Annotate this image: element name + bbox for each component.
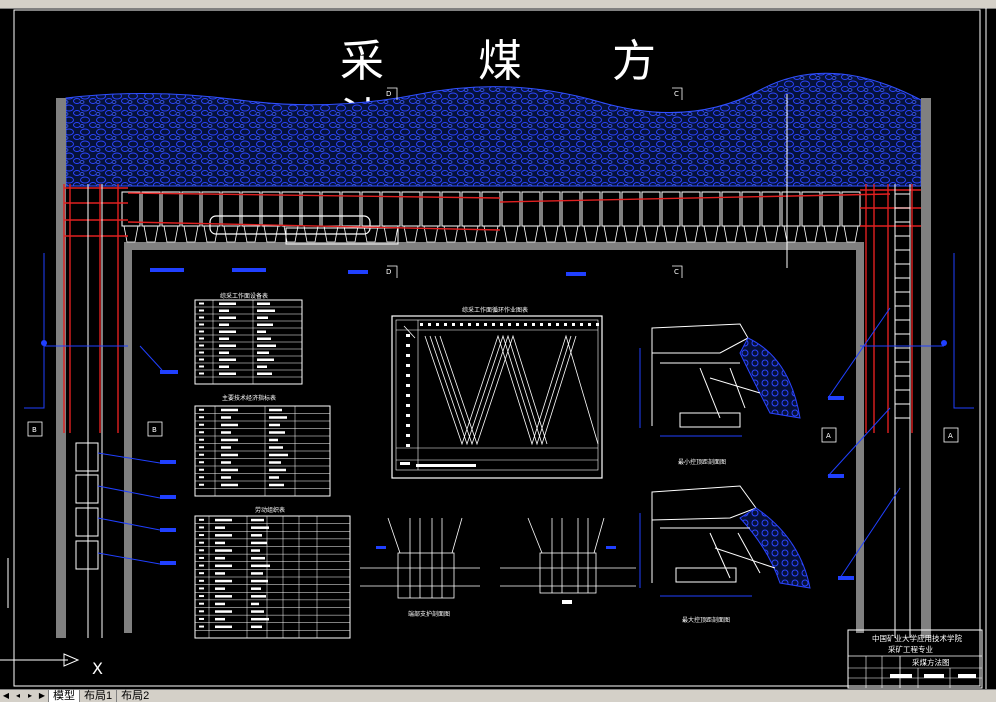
- hydraulic-support: [181, 191, 201, 243]
- shearer: [209, 215, 371, 235]
- top-toolbar-strip: [0, 0, 996, 9]
- title-block-drawing-name: 采煤方法图: [912, 657, 950, 667]
- hydraulic-support: [441, 191, 461, 243]
- tab-layout1[interactable]: 布局1: [79, 690, 116, 702]
- marker-b-right: B: [152, 426, 157, 434]
- marker-a-right: A: [948, 432, 953, 440]
- hydraulic-support: [161, 191, 181, 243]
- marker-d-bottom: D: [386, 268, 391, 276]
- marker-a-left: A: [826, 432, 831, 440]
- title-block-major: 采矿工程专业: [888, 644, 933, 654]
- hydraulic-support: [721, 191, 741, 243]
- hydraulic-support: [561, 191, 581, 243]
- title-char-2: 煤: [478, 36, 522, 87]
- hydraulic-support: [521, 191, 541, 243]
- hydraulic-support: [801, 191, 821, 243]
- tab-layout2[interactable]: 布局2: [116, 690, 153, 702]
- hydraulic-support: [481, 191, 501, 243]
- roof-rock-strata: [65, 72, 922, 187]
- left-conveyor: [75, 184, 103, 638]
- marker-c-top: C: [674, 90, 679, 98]
- hydraulic-support: [541, 191, 561, 243]
- tech-economic-table: 主要技术经济指标表: [194, 394, 331, 497]
- hydraulic-support: [661, 191, 681, 243]
- hydraulic-support: [461, 191, 481, 243]
- title-block-university: 中国矿业大学应用技术学院: [872, 633, 962, 643]
- equipment-table: 综采工作面设备表: [194, 292, 303, 385]
- hydraulic-support: [381, 191, 401, 243]
- drawing-border: [13, 9, 981, 687]
- hydraulic-support: [421, 191, 441, 243]
- drawing-canvas[interactable]: 采 煤 方 法 图: [0, 8, 996, 689]
- right-gateway-supports: [860, 184, 921, 433]
- labor-organization-table: 劳动组织表: [194, 506, 351, 639]
- end-support-section-right: [500, 517, 636, 594]
- cycle-chart-title: 综采工作面循环作业图表: [462, 306, 528, 314]
- next-tab-icon[interactable]: ▸: [27, 691, 32, 700]
- hydraulic-support: [681, 191, 701, 243]
- title-char-1: 采: [340, 36, 384, 87]
- labor-table-title: 劳动组织表: [255, 506, 285, 514]
- ucs-icon: [0, 558, 80, 667]
- hydraulic-support: [141, 191, 161, 243]
- prev-tab-icon[interactable]: ◂: [15, 691, 20, 700]
- hydraulic-support: [781, 191, 801, 243]
- working-face-outline: [124, 242, 864, 633]
- end-support-caption: 端部支护剖面图: [408, 610, 450, 618]
- support-section-max: 最大控顶距剖面图: [639, 485, 811, 624]
- right-conveyor: [894, 184, 911, 638]
- last-tab-icon[interactable]: ▶: [38, 691, 46, 700]
- title-block: 中国矿业大学应用技术学院 采矿工程专业 采煤方法图: [847, 629, 983, 689]
- left-gateway-supports: [63, 184, 891, 433]
- hydraulic-support: [601, 191, 621, 243]
- tech-economic-table-title: 主要技术经济指标表: [222, 394, 276, 402]
- caption-max-height: 最大控顶距剖面图: [682, 616, 730, 624]
- caption-min-height: 最小控顶距剖面图: [678, 458, 726, 466]
- hydraulic-support: [641, 191, 661, 243]
- title-char-3: 方: [612, 36, 656, 87]
- hydraulic-support: [701, 191, 721, 243]
- cycle-operation-chart: 综采工作面循环作业图表: [391, 306, 603, 479]
- hydraulic-support: [501, 191, 521, 243]
- hydraulic-support: [741, 191, 761, 243]
- end-support-section-left: [360, 517, 480, 599]
- left-rib-wall: [56, 98, 66, 638]
- first-tab-icon[interactable]: ◀: [2, 691, 10, 700]
- support-section-min: 最小控顶距剖面图: [639, 323, 801, 466]
- marker-c-bottom: C: [674, 268, 679, 276]
- hydraulic-support: [581, 191, 601, 243]
- hydraulic-support: [761, 191, 781, 243]
- right-rib-wall: [921, 98, 931, 638]
- equipment-table-title: 综采工作面设备表: [220, 292, 268, 300]
- hydraulic-support: [121, 191, 141, 243]
- ucs-x-label: X: [92, 659, 103, 678]
- marker-b-left: B: [32, 426, 37, 434]
- hydraulic-support: [821, 191, 841, 243]
- leader-tags: [41, 268, 947, 580]
- hydraulic-support: [841, 191, 861, 243]
- section-markers: [27, 87, 959, 443]
- tab-model[interactable]: 模型: [48, 690, 79, 702]
- hydraulic-support: [401, 191, 421, 243]
- hydraulic-support: [621, 191, 641, 243]
- marker-d-top: D: [386, 90, 391, 98]
- leader-lines: [24, 94, 974, 579]
